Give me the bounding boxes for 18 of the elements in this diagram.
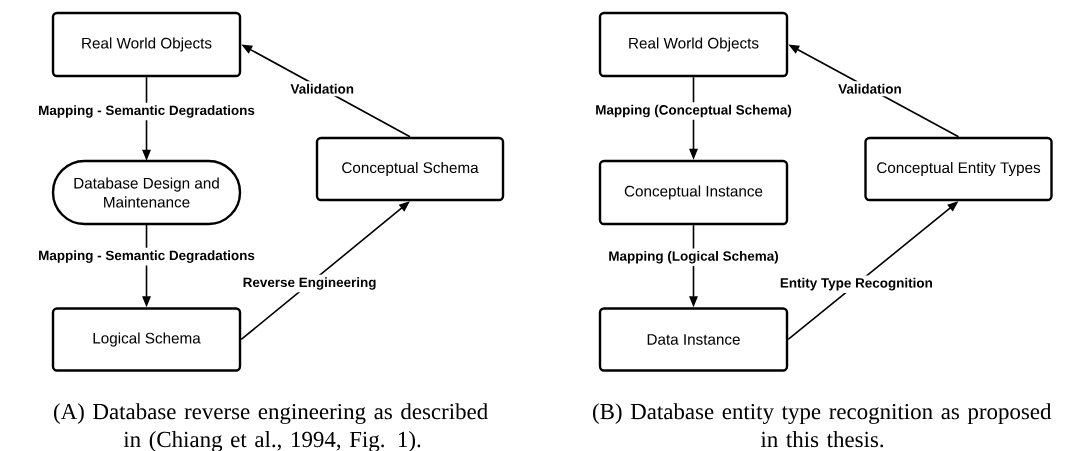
process-box: Conceptual Schema bbox=[315, 136, 505, 202]
figure-caption: (A) Database reverse engineering as described in (Chiang et al., 1994, Fig. 1). bbox=[54, 403, 488, 451]
edge-label: Mapping (Logical Schema) bbox=[605, 248, 782, 266]
edge-label: Validation bbox=[287, 81, 357, 97]
process-box: Data Instance bbox=[598, 307, 789, 372]
edge-label: Entity Type Recognition bbox=[777, 275, 936, 293]
process-box: Real World Objects bbox=[598, 11, 789, 78]
process-box: Logical Schema bbox=[51, 307, 242, 372]
edge-label: Mapping - Semantic Degradations bbox=[35, 247, 258, 266]
process-box: Conceptual Instance bbox=[598, 159, 789, 226]
edge-label: Mapping (Conceptual Schema) bbox=[592, 102, 795, 120]
process-box: Real World Objects bbox=[51, 11, 242, 78]
edge-label: Reverse Engineering bbox=[240, 274, 379, 293]
figure-caption: (B) Database entity type recognition as proposed in this thesis. bbox=[593, 403, 1052, 448]
process-box: Conceptual Entity Types bbox=[864, 136, 1053, 202]
edge-label: Mapping - Semantic Degradations bbox=[35, 102, 258, 121]
edge-label: Validation bbox=[835, 81, 905, 97]
arrow bbox=[240, 201, 410, 341]
